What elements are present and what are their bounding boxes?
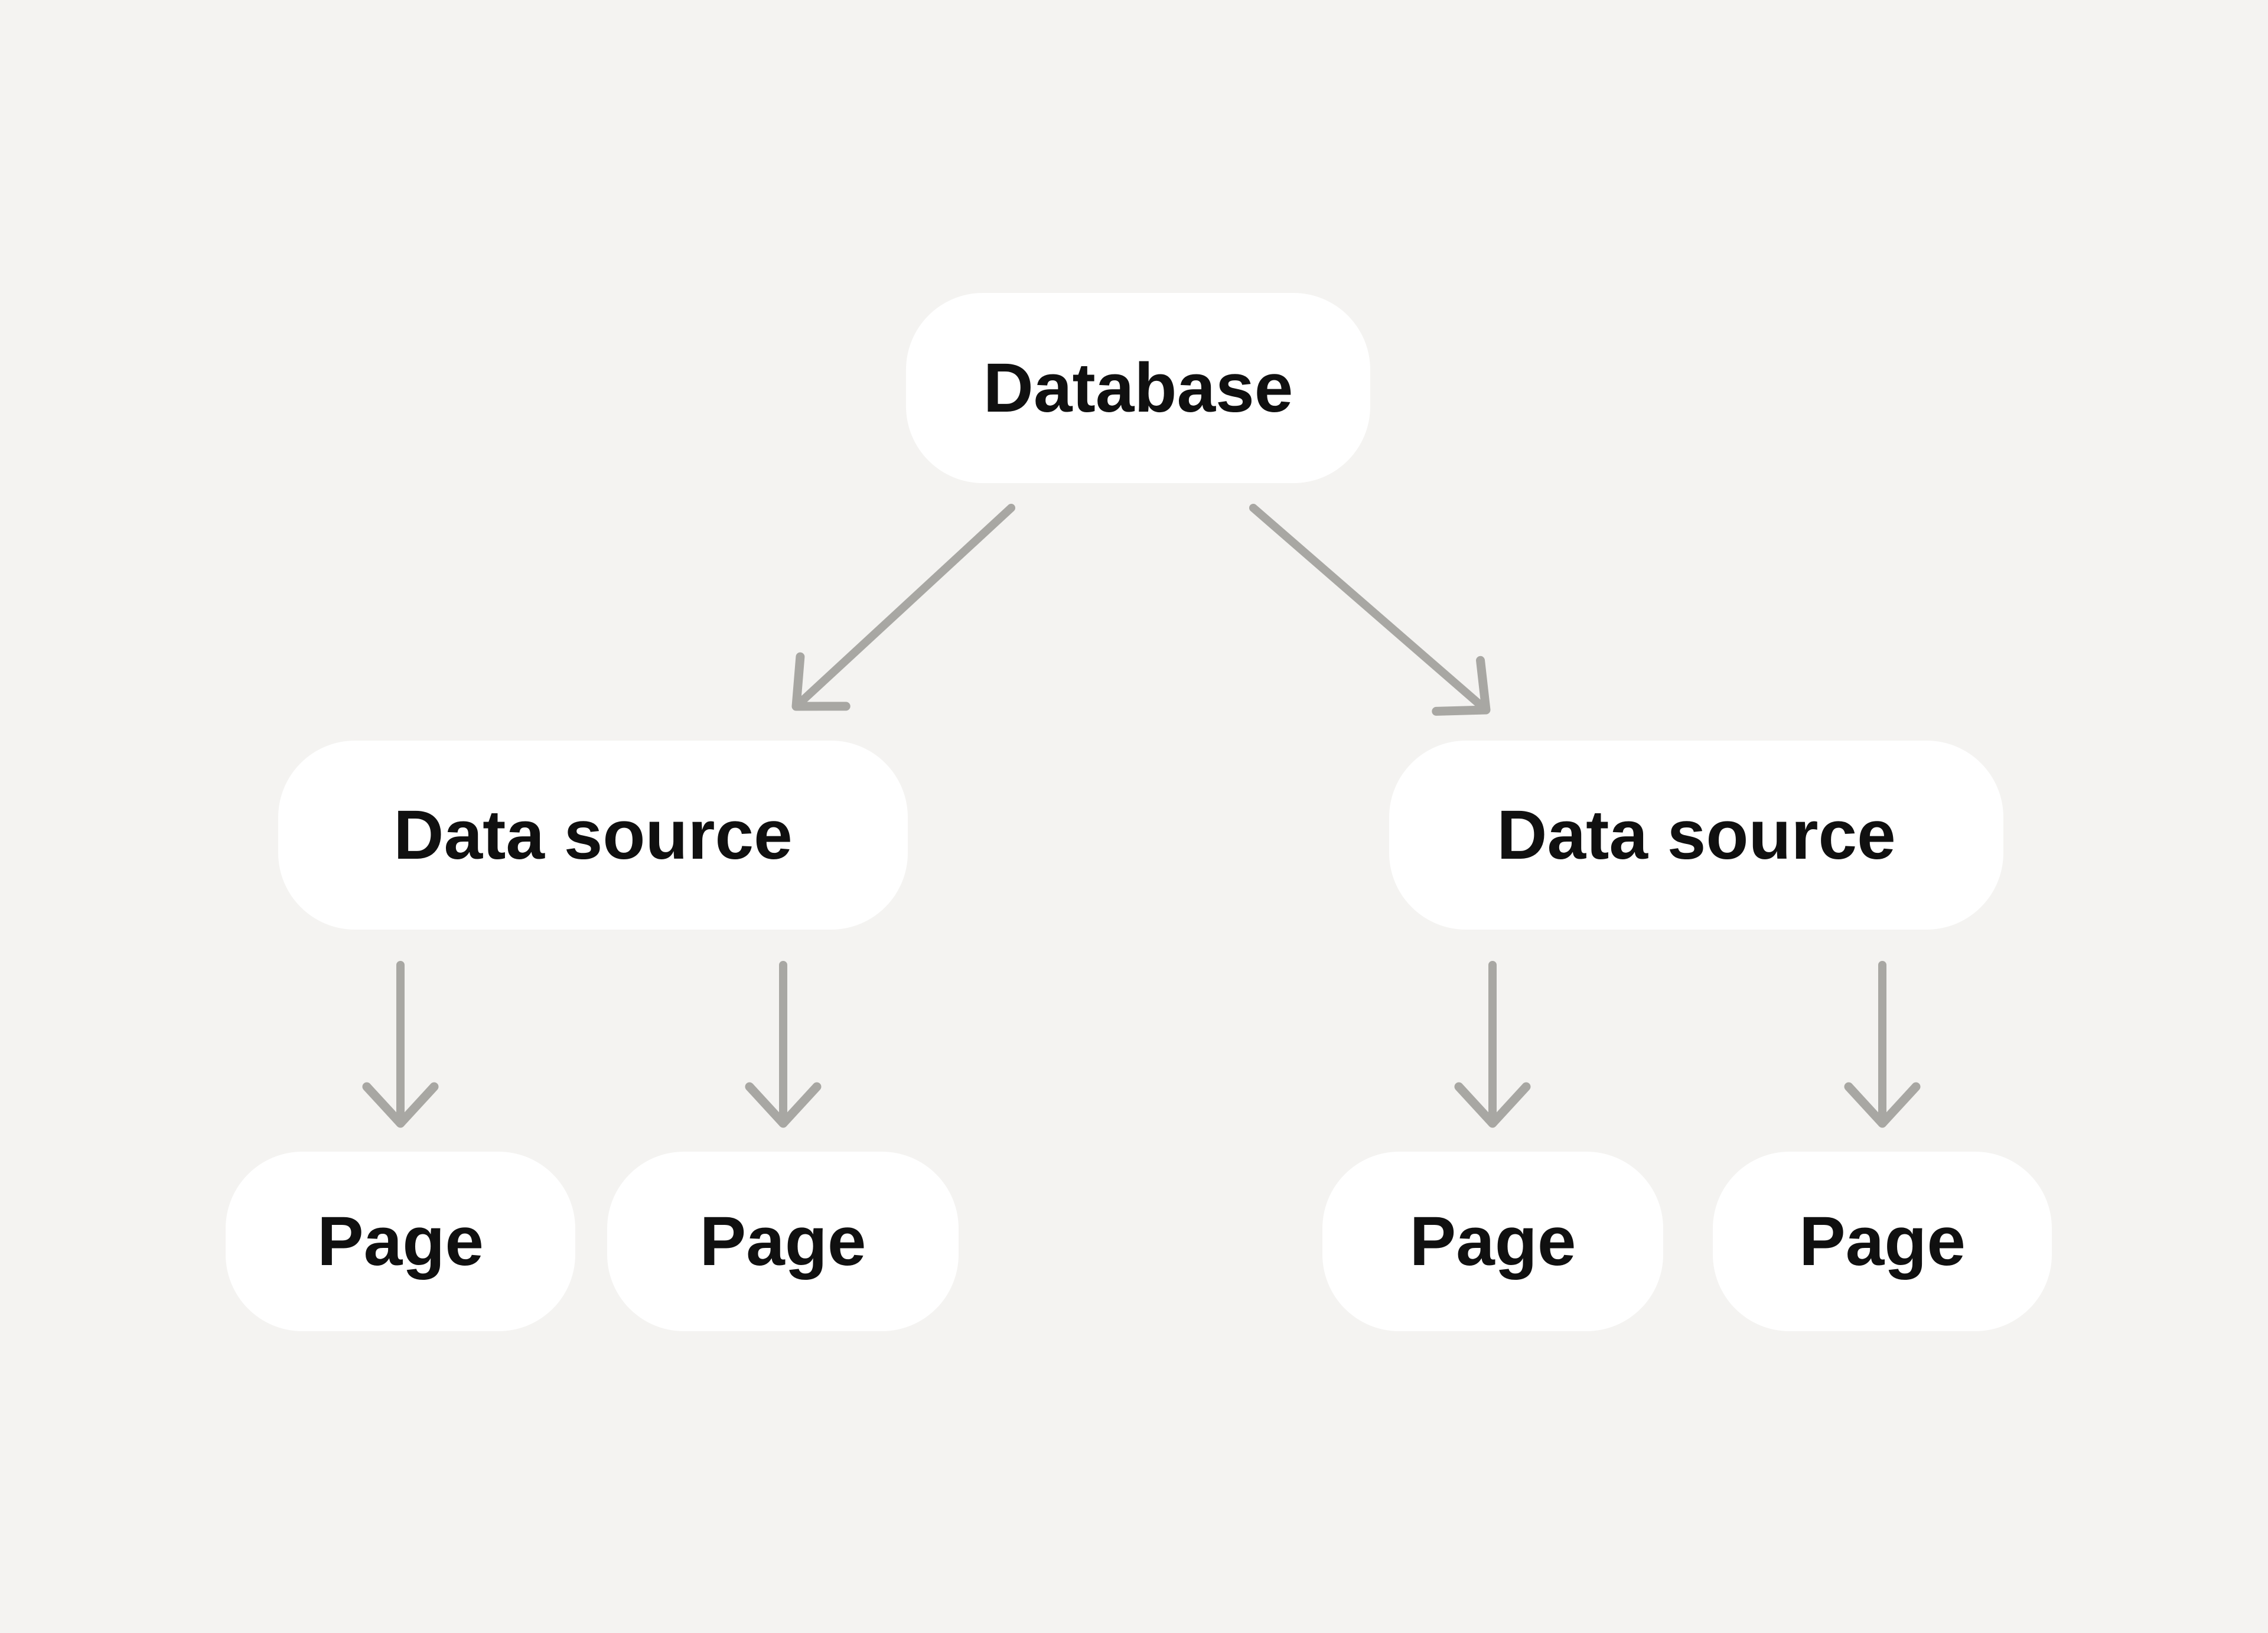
node-database: Database — [906, 293, 1370, 483]
edge-database-to-datasource-left — [791, 504, 1015, 711]
node-page-4-label: Page — [1798, 1202, 1966, 1280]
node-datasource-left: Data source — [278, 741, 908, 930]
node-page-1: Page — [226, 1152, 575, 1331]
node-page-3: Page — [1322, 1152, 1663, 1331]
node-page-2: Page — [607, 1152, 959, 1331]
edge-database-to-datasource-right — [1249, 504, 1491, 716]
node-page-2-label: Page — [699, 1202, 866, 1280]
node-datasource-left-label: Data source — [393, 796, 793, 874]
node-datasource-right: Data source — [1389, 741, 2003, 930]
node-page-1-label: Page — [317, 1202, 484, 1280]
node-database-label: Database — [983, 349, 1293, 427]
node-page-3-label: Page — [1409, 1202, 1576, 1280]
node-page-4: Page — [1713, 1152, 2052, 1331]
node-datasource-right-label: Data source — [1497, 796, 1896, 874]
